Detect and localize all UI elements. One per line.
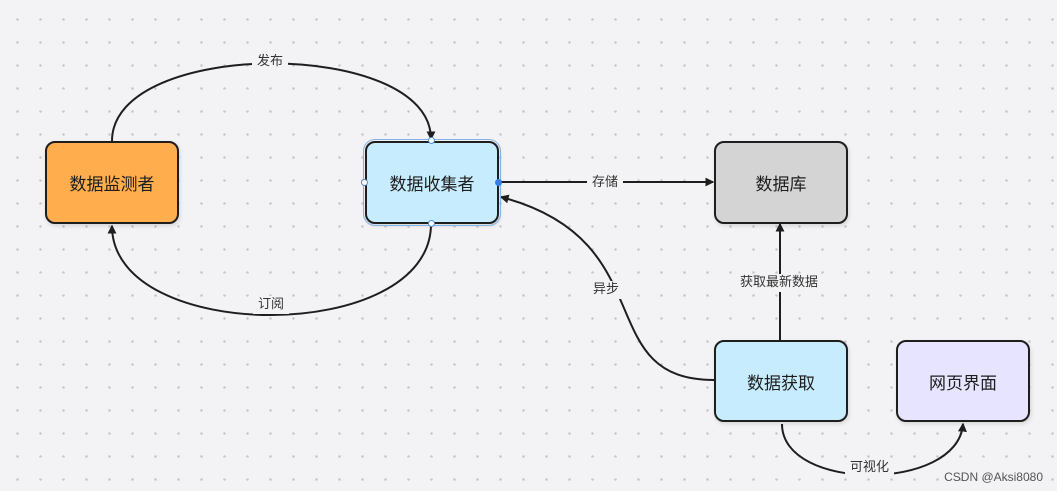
- node-label-web-page: 网页界面: [929, 373, 997, 394]
- connection-handle-left[interactable]: [361, 179, 368, 186]
- edge-label-subscribe: 订阅: [253, 296, 290, 314]
- node-web-page[interactable]: 网页界面: [896, 340, 1030, 422]
- connection-handle-right[interactable]: [495, 179, 502, 186]
- node-label-data-fetcher: 数据获取: [747, 373, 815, 394]
- edge-subscribe[interactable]: [107, 223, 432, 316]
- edge-label-publish: 发布: [252, 53, 289, 71]
- edge-label-async: 异步: [588, 281, 625, 299]
- node-data-fetcher[interactable]: 数据获取: [714, 340, 848, 422]
- watermark: CSDN @Aksi8080: [944, 470, 1043, 484]
- node-data-monitor[interactable]: 数据监测者: [45, 141, 179, 224]
- connection-handle-bottom[interactable]: [428, 220, 435, 227]
- node-label-database: 数据库: [755, 175, 807, 195]
- edge-label-store: 存储: [587, 174, 624, 192]
- edge-label-visualize: 可视化: [845, 459, 895, 477]
- node-label-data-monitor: 数据监测者: [69, 175, 155, 195]
- node-database[interactable]: 数据库: [714, 141, 848, 224]
- node-label-data-collector: 数据收集者: [389, 175, 475, 195]
- edge-async[interactable]: [499, 194, 715, 381]
- edge-publish[interactable]: [111, 62, 436, 142]
- node-data-collector[interactable]: 数据收集者: [363, 139, 501, 226]
- edge-label-fetch-latest: 获取最新数据: [735, 274, 824, 292]
- connection-handle-top[interactable]: [428, 137, 435, 144]
